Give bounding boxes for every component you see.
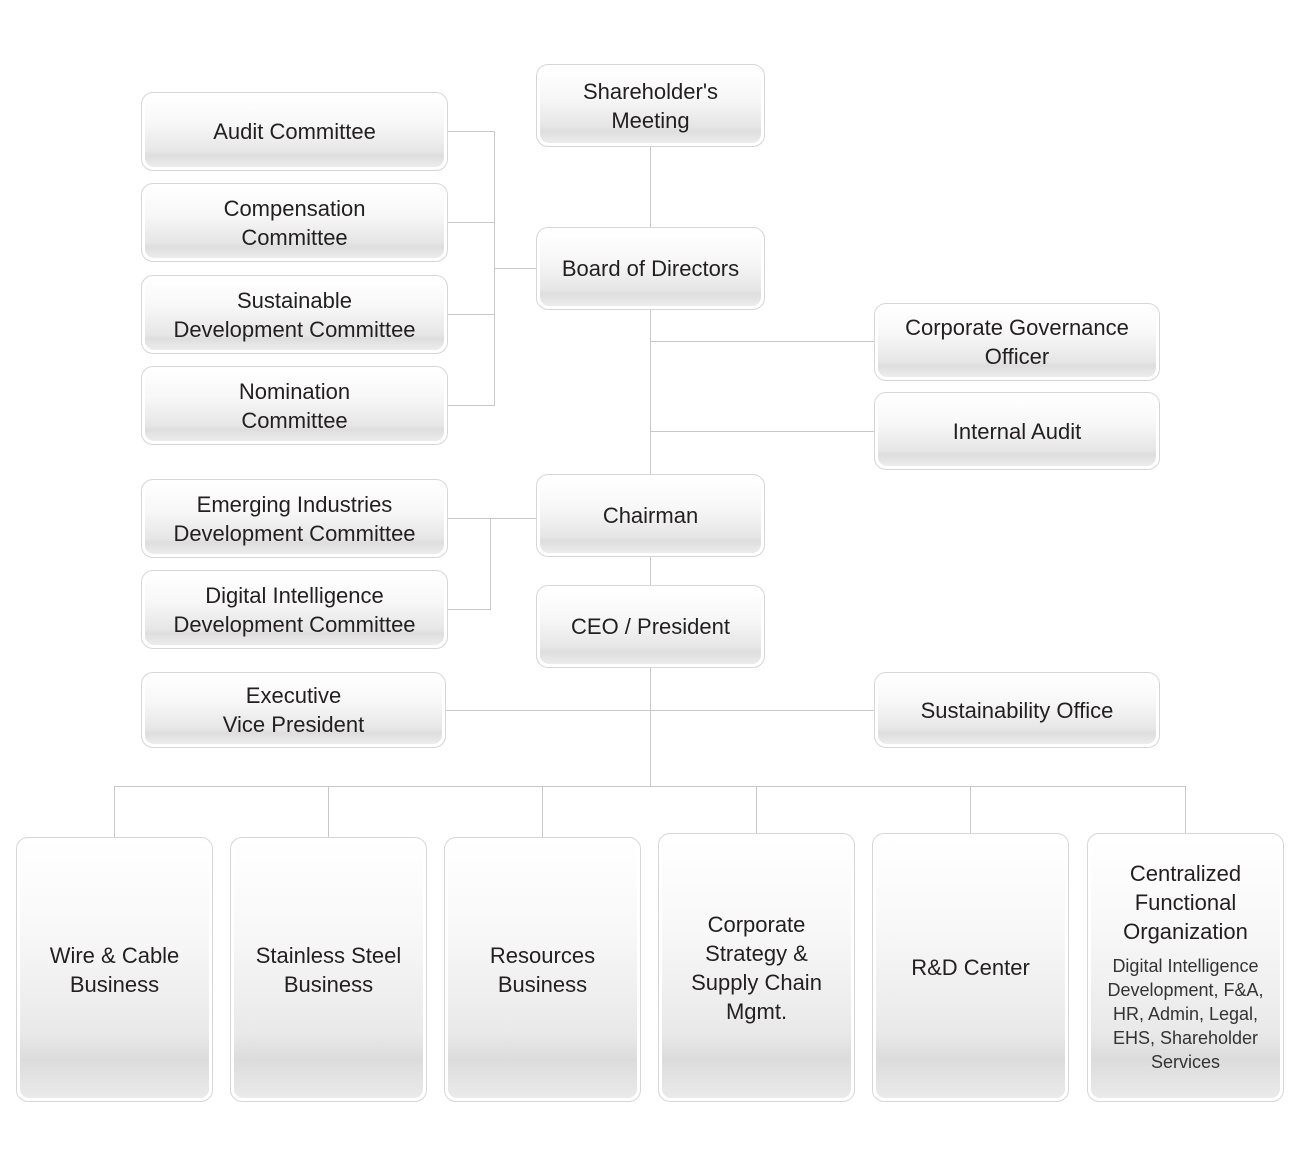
- connector-line: [448, 222, 495, 223]
- connector-line: [490, 518, 491, 610]
- connector-line: [650, 431, 875, 432]
- audit-committee-box: Audit Committee: [141, 92, 448, 171]
- business-unit-centralized-functional: Centralized Functional Organization Digi…: [1087, 833, 1284, 1102]
- connector-line: [448, 314, 495, 315]
- connector-line: [448, 131, 495, 132]
- committee-label: Compensation Committee: [145, 187, 444, 258]
- shareholders-meeting-label: Shareholder's Meeting: [540, 68, 761, 143]
- connector-line: [650, 146, 651, 786]
- business-unit-corporate-strategy: Corporate Strategy & Supply Chain Mgmt.: [658, 833, 855, 1102]
- ceo-label: CEO / President: [540, 589, 761, 664]
- business-unit-label: Wire & Cable Business: [20, 841, 209, 1098]
- emerging-industries-committee-box: Emerging Industries Development Committe…: [141, 479, 448, 558]
- connector-line: [448, 405, 495, 406]
- shareholders-meeting-box: Shareholder's Meeting: [536, 64, 765, 147]
- connector-line: [114, 786, 115, 838]
- business-unit-subtitle: Digital Intelligence Development, F&A, H…: [1107, 956, 1264, 1072]
- sustainability-office-label: Sustainability Office: [878, 676, 1156, 744]
- connector-line: [328, 786, 329, 838]
- committee-label: Emerging Industries Development Committe…: [145, 483, 444, 554]
- business-unit-label: Stainless Steel Business: [234, 841, 423, 1098]
- connector-line: [446, 710, 875, 711]
- business-unit-label: Corporate Strategy & Supply Chain Mgmt.: [662, 837, 851, 1098]
- corporate-governance-officer-box: Corporate Governance Officer: [874, 303, 1160, 381]
- executive-vp-box: Executive Vice President: [141, 672, 446, 748]
- connector-line: [970, 786, 971, 834]
- corporate-governance-officer-label: Corporate Governance Officer: [878, 307, 1156, 377]
- sustainability-office-box: Sustainability Office: [874, 672, 1160, 748]
- ceo-box: CEO / President: [536, 585, 765, 668]
- chairman-box: Chairman: [536, 474, 765, 557]
- connector-line: [448, 609, 491, 610]
- committee-label: Digital Intelligence Development Committ…: [145, 574, 444, 645]
- connector-line: [448, 518, 537, 519]
- connector-line: [542, 786, 543, 838]
- connector-line: [1185, 786, 1186, 834]
- business-unit-label: Centralized Functional Organization: [1123, 861, 1248, 944]
- business-unit-wire-cable: Wire & Cable Business: [16, 837, 213, 1102]
- connector-line: [494, 268, 537, 269]
- sustainable-development-committee-box: Sustainable Development Committee: [141, 275, 448, 354]
- business-unit-stainless-steel: Stainless Steel Business: [230, 837, 427, 1102]
- digital-intelligence-committee-box: Digital Intelligence Development Committ…: [141, 570, 448, 649]
- internal-audit-label: Internal Audit: [878, 396, 1156, 466]
- committee-label: Sustainable Development Committee: [145, 279, 444, 350]
- committee-label: Nomination Committee: [145, 370, 444, 441]
- connector-line: [650, 341, 875, 342]
- nomination-committee-box: Nomination Committee: [141, 366, 448, 445]
- business-unit-resources: Resources Business: [444, 837, 641, 1102]
- committee-label: Audit Committee: [145, 96, 444, 167]
- board-of-directors-box: Board of Directors: [536, 227, 765, 310]
- business-unit-rd-center: R&D Center: [872, 833, 1069, 1102]
- connector-line: [756, 786, 757, 834]
- compensation-committee-box: Compensation Committee: [141, 183, 448, 262]
- internal-audit-box: Internal Audit: [874, 392, 1160, 470]
- business-unit-label: Resources Business: [448, 841, 637, 1098]
- connector-line: [114, 786, 1186, 787]
- board-of-directors-label: Board of Directors: [540, 231, 761, 306]
- executive-vp-label: Executive Vice President: [145, 676, 442, 744]
- business-unit-label: R&D Center: [876, 837, 1065, 1098]
- chairman-label: Chairman: [540, 478, 761, 553]
